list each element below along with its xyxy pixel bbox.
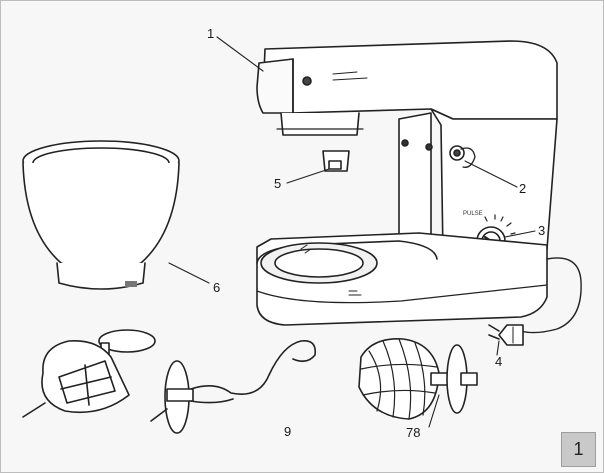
callout-9: 9 xyxy=(284,424,292,439)
callout-leader-lines xyxy=(168,36,536,428)
callout-6: 6 xyxy=(213,280,221,295)
figure-number: 1 xyxy=(573,439,584,459)
mixer-column xyxy=(398,108,558,256)
flat-beater xyxy=(22,329,156,418)
callout-78: 78 xyxy=(406,425,421,440)
power-cord xyxy=(488,257,582,346)
callout-2: 2 xyxy=(519,181,527,196)
mixer-neck xyxy=(276,112,364,136)
mixing-bowl xyxy=(22,140,180,290)
mixer-head xyxy=(256,40,558,120)
callout-5: 5 xyxy=(274,176,282,191)
dial-pulse-label: PULSE xyxy=(463,211,483,217)
dough-hook xyxy=(150,339,317,434)
figure-number-badge: 1 xyxy=(561,432,596,467)
callout-3: 3 xyxy=(538,223,546,238)
balloon-whisk xyxy=(358,338,478,420)
callout-1: 1 xyxy=(207,26,215,41)
speed-lever xyxy=(449,145,476,168)
mixer-base xyxy=(256,232,548,326)
tool-shaft xyxy=(322,150,350,172)
callout-4: 4 xyxy=(495,354,503,369)
